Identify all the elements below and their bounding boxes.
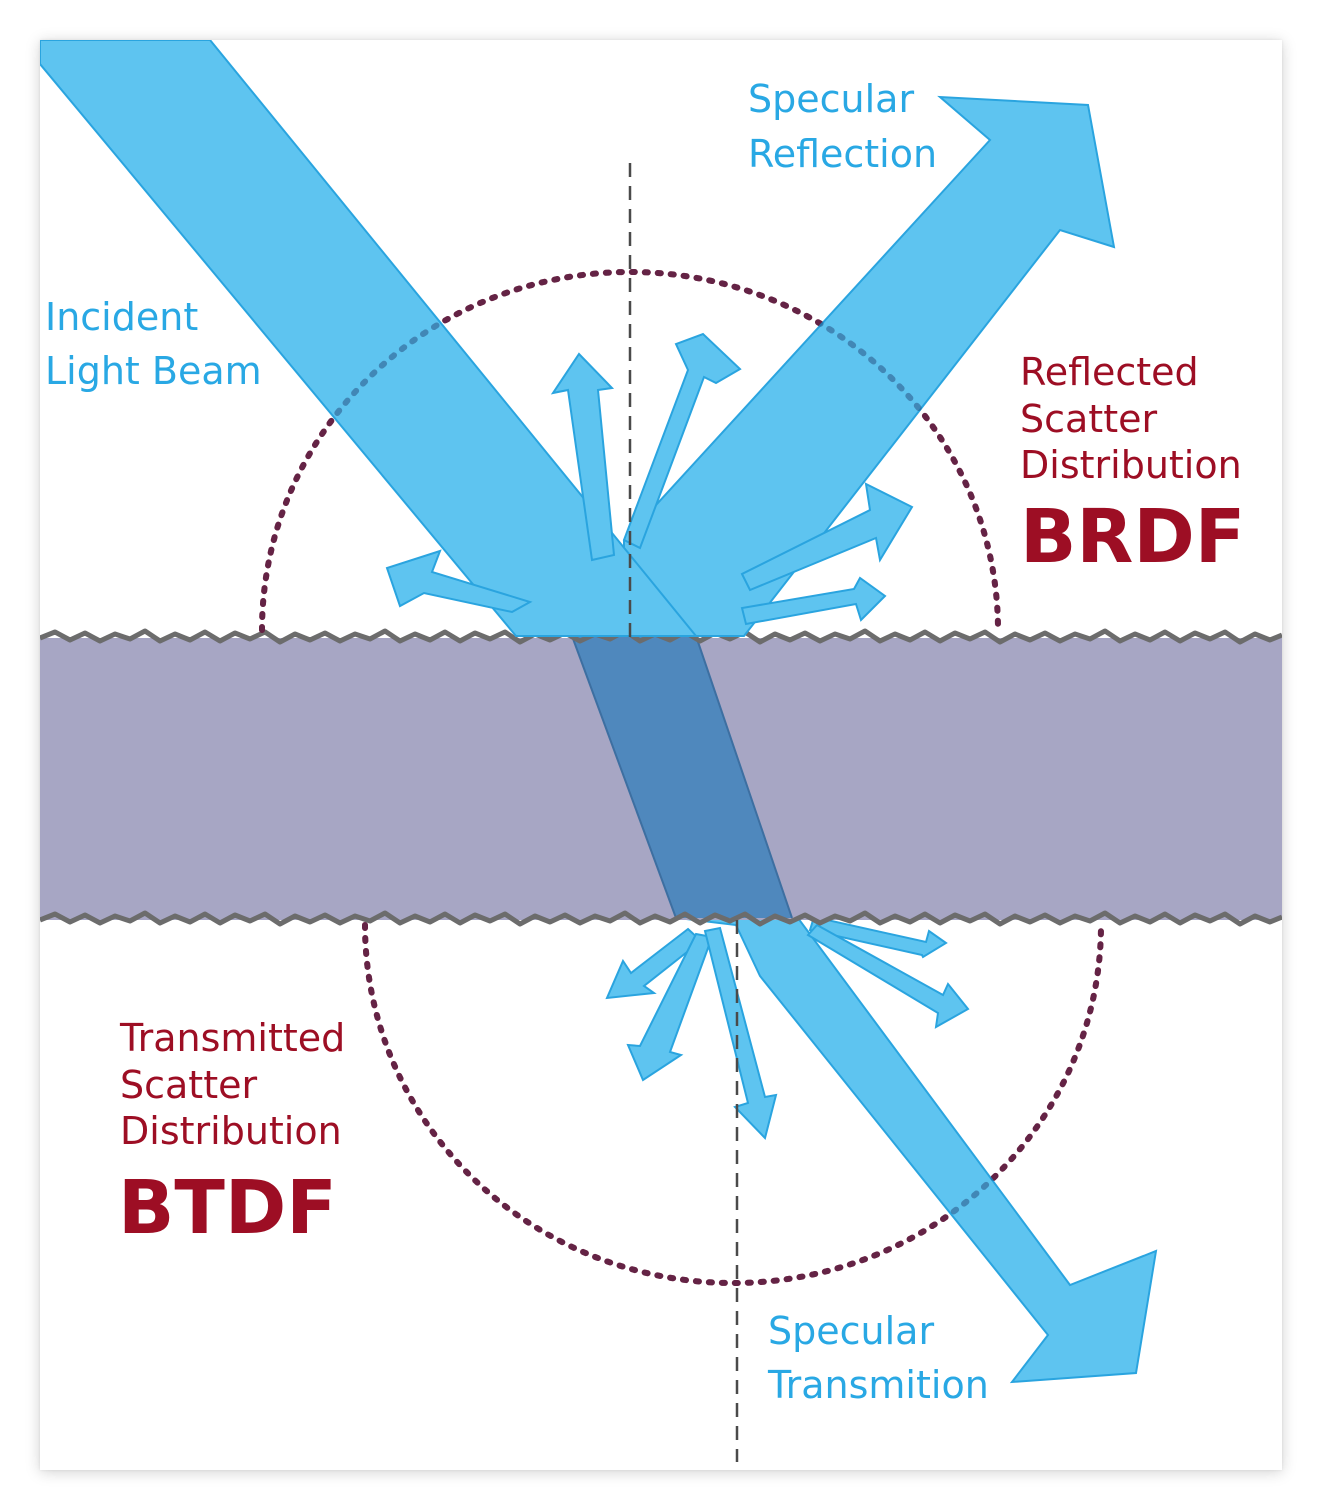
specular-reflection-label-line-2: Reflection (748, 132, 937, 176)
transmitted-scatter-label: Transmitted Scatter Distribution (119, 1016, 357, 1153)
refracted-beam-edge-left (571, 635, 677, 919)
transmitted-scatter-label-line-2: Scatter (120, 1063, 257, 1107)
reflected-scatter-boundary-overlay (259, 269, 1001, 633)
scatter-arrow (808, 915, 948, 959)
incident-label-line-1: Incident (45, 295, 198, 339)
scatter-arrow (622, 332, 742, 550)
scatter-arrow (703, 926, 778, 1140)
specular-reflection-label-line-1: Specular (748, 77, 914, 121)
scatter-arrow (740, 482, 914, 592)
specular-transmission-label: Specular Transmition (767, 1309, 989, 1407)
reflected-scatter-label-line-1: Reflected (1020, 350, 1199, 394)
scatter-arrow (385, 549, 533, 614)
scatter-arrow (550, 352, 616, 562)
specular-transmission-label-line-1: Specular (768, 1309, 934, 1353)
transmitted-scatter-boundary-overlay (362, 922, 1104, 1286)
transmitted-scatter-arrows (605, 915, 970, 1140)
transmitted-scatter-label-line-3: Distribution (120, 1109, 342, 1153)
specular-transmission-beam (677, 912, 1158, 1384)
btdf-label: BTDF (118, 1165, 337, 1251)
transmitted-scatter-boundary (362, 922, 1104, 1286)
scatter-arrow (626, 932, 714, 1082)
transmitted-scatter-label-line-1: Transmitted (119, 1016, 345, 1060)
reflected-scatter-arrows (385, 332, 914, 626)
brdf-label: BRDF (1020, 494, 1245, 580)
incident-label-line-2: Light Beam (45, 349, 262, 393)
scatter-arrow (806, 923, 970, 1029)
reflected-scatter-boundary (259, 269, 1001, 633)
reflected-scatter-label-line-2: Scatter (1020, 397, 1157, 441)
refracted-beam-edge-right (695, 635, 793, 919)
specular-transmission-label-line-2: Transmition (767, 1363, 989, 1407)
specular-reflection-label: Specular Reflection (748, 77, 937, 176)
bottom-surface-line (40, 910, 1282, 927)
specular-reflection-beam (623, 95, 1116, 637)
reflected-scatter-label-line-3: Distribution (1020, 443, 1242, 487)
incident-beam (40, 40, 699, 637)
incident-label: Incident Light Beam (45, 295, 262, 393)
reflected-scatter-label: Reflected Scatter Distribution (1020, 350, 1242, 487)
refracted-beam (572, 636, 792, 918)
scatter-arrow (740, 576, 887, 626)
